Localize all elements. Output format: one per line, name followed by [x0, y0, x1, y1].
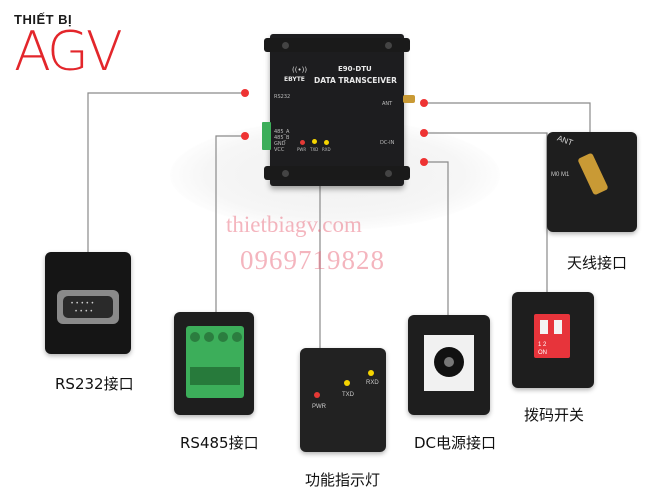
watermark-phone: 0969719828 [240, 245, 385, 275]
led-label-pwr: PWR [297, 147, 307, 152]
rs232-panel: ••••• •••• [45, 252, 131, 354]
rxd-led [324, 140, 329, 145]
antenna-panel: ANT M0 M1 [547, 132, 637, 232]
terminal-block-small [262, 122, 271, 150]
dip-label: 拨码开关 [524, 406, 585, 424]
device-brand: EBYTE [284, 76, 305, 83]
dc-label: DC电源接口 [414, 434, 497, 452]
txd-led [312, 139, 317, 144]
rs485-label: RS485接口 [180, 434, 259, 452]
brand-small-text: THIẾT BỊ [14, 12, 73, 27]
brand-logo: AGV [14, 20, 123, 83]
rs232-marker-dot [241, 89, 249, 97]
antenna-connector [403, 95, 415, 103]
led-label-rxd: RXD [322, 147, 331, 152]
device-model: E90-DTU [338, 65, 372, 73]
terminal-labels: 485_A 485_B GND VCC [274, 129, 290, 153]
led-label-txd: TXD [310, 147, 319, 152]
indicator-panel: PWR TXD RXD [300, 348, 386, 452]
dc-marker-dot [420, 158, 428, 166]
rs232-port-label: RS232 [274, 94, 291, 100]
ant-port-label: ANT [382, 101, 393, 107]
indicator-label: 功能指示灯 [305, 471, 381, 489]
pwr-led [300, 140, 305, 145]
dcin-port-label: DC-IN [380, 140, 395, 146]
dip-panel: 1 2 ON [512, 292, 594, 388]
antenna-label: 天线接口 [567, 254, 628, 272]
data-transceiver-device: ((•)) EBYTE E90-DTU DATA TRANSCEIVER RS2… [264, 34, 410, 186]
device-name: DATA TRANSCEIVER [314, 76, 397, 85]
rs485-panel [174, 312, 254, 415]
dip-marker-dot [420, 129, 428, 137]
watermark-site: thietbiagv.com [226, 212, 362, 237]
rs485-marker-dot [241, 132, 249, 140]
dc-panel [408, 315, 490, 415]
antenna-marker-dot [420, 99, 428, 107]
wifi-icon: ((•)) [292, 66, 308, 74]
rs232-label: RS232接口 [55, 375, 134, 393]
